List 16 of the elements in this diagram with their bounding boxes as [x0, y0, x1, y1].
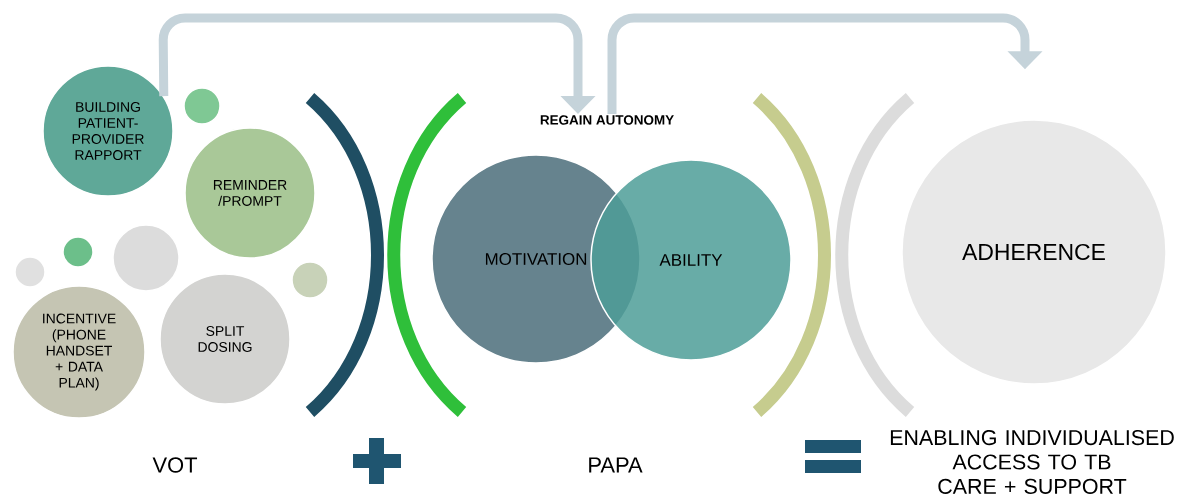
circle-node: REMINDER /PROMPT: [184, 127, 316, 259]
text-label: PAPA: [589, 457, 643, 473]
circle-node: ADHERENCE: [901, 119, 1167, 385]
text-label: ENABLING INDIVIDUALISED ACCESS TO TB CARE + SUPPORT: [890, 430, 1174, 494]
circle: [112, 224, 180, 292]
circle: [183, 87, 221, 125]
arrow: [607, 13, 1043, 115]
circle-node: ABILITY: [590, 159, 792, 361]
circle: [62, 236, 94, 268]
circle: [291, 261, 329, 299]
circle-node: INCENTIVE (PHONE HANDSET + DATA PLAN): [12, 285, 146, 419]
circle-node: BUILDING PATIENT- PROVIDER RAPPORT: [42, 65, 174, 197]
text-label: VOT: [152, 457, 198, 473]
text-label: REGAIN AUTONOMY: [540, 115, 674, 125]
circle-node: SPLIT DOSING: [159, 273, 291, 405]
circle: [14, 256, 46, 288]
